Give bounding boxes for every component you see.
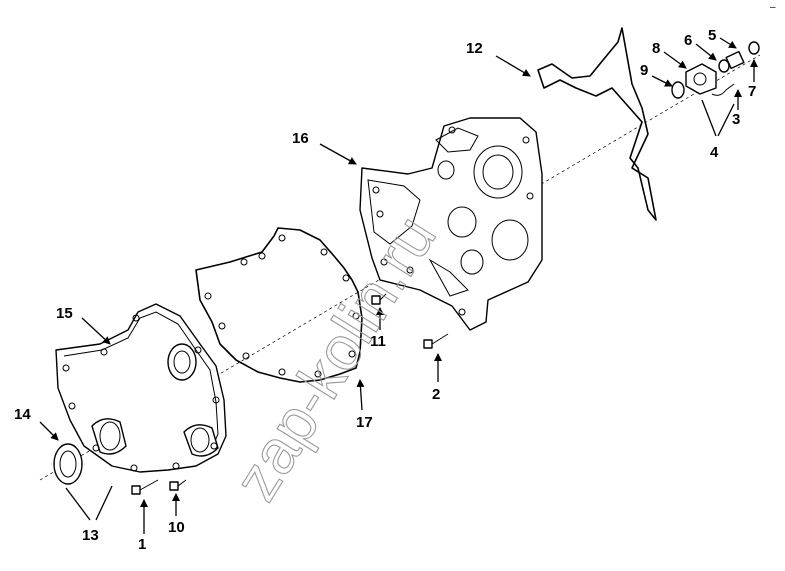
callout-14: 14	[14, 406, 31, 423]
capscrew-part-1	[131, 479, 159, 495]
hose-part-3	[711, 83, 735, 96]
callout-2: 2	[432, 386, 440, 403]
callout-labels: 1 2 3 4 5 6 7 8 9 10 11 12 13 14 15 16 1…	[14, 27, 756, 553]
callout-16: 16	[292, 130, 309, 147]
gear-housing-part-16	[359, 117, 543, 331]
callout-7: 7	[748, 83, 756, 100]
callout-11: 11	[370, 333, 386, 350]
capscrew-part-2	[423, 333, 449, 349]
callout-4: 4	[710, 144, 719, 161]
washer-part-6	[718, 59, 730, 73]
callout-15: 15	[56, 305, 73, 322]
callout-17: 17	[356, 414, 373, 431]
gasket-holes-part-17	[204, 234, 360, 378]
watermark-text: zap-kolin.ru	[221, 204, 449, 512]
callout-1: 1	[138, 536, 146, 553]
corner-mark: –	[770, 2, 776, 13]
leader-lines	[39, 37, 758, 534]
o-ring-part-9	[671, 81, 685, 99]
gasket-part-12	[537, 27, 657, 221]
callout-8: 8	[652, 40, 660, 57]
callout-13: 13	[82, 527, 99, 544]
capscrew-part-11	[371, 293, 387, 305]
callout-10: 10	[168, 519, 185, 536]
gasket-part-17	[195, 227, 363, 383]
fitting-part-5	[725, 50, 745, 70]
callout-9: 9	[640, 62, 648, 79]
front-cover-part-15	[55, 303, 227, 473]
capscrew-part-10	[169, 479, 187, 491]
callout-6: 6	[684, 32, 692, 49]
callout-3: 3	[732, 111, 740, 128]
callout-12: 12	[466, 40, 483, 57]
oil-seal-part-14	[53, 443, 83, 485]
breather-assembly-parts-3-9	[671, 41, 760, 99]
callout-5: 5	[708, 27, 716, 44]
cap-part-7	[748, 41, 760, 55]
